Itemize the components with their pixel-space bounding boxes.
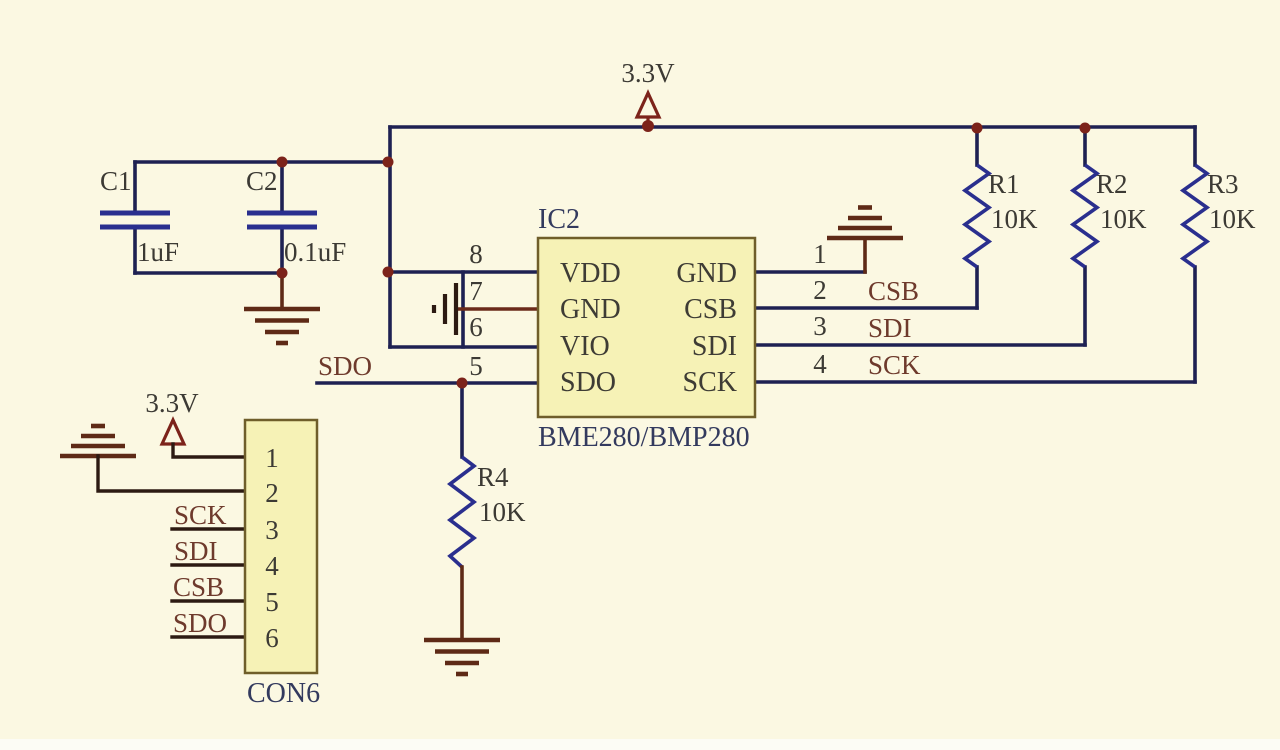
r1-value-label: 10K <box>991 204 1038 234</box>
con6-net-label-sdo: SDO <box>173 608 227 638</box>
ic2-pin-number-5: 5 <box>469 351 483 381</box>
r1-ref-label: R1 <box>988 169 1020 199</box>
ic2-part-label: BME280/BMP280 <box>538 422 750 453</box>
ic2-ref-label: IC2 <box>538 204 580 235</box>
ic2-pin-name-vdd: VDD <box>560 258 621 289</box>
ic2-pin-number-3: 3 <box>813 311 827 341</box>
con6-pin-number-1: 1 <box>265 443 279 473</box>
ground-symbol-c2 <box>244 271 320 346</box>
r3-ref-label: R3 <box>1207 169 1239 199</box>
con6-pin2-wire <box>96 454 247 493</box>
power-symbol-con6: 3.3V <box>145 388 199 446</box>
con6-pin-number-4: 4 <box>265 551 279 581</box>
con6-pin-number-6: 6 <box>265 623 279 653</box>
ground-symbol-r4 <box>424 565 500 677</box>
con6-body <box>243 418 319 675</box>
ground-symbol-ic-pin1 <box>827 205 903 274</box>
con6-pin-number-2: 2 <box>265 478 279 508</box>
c1-ref-label: C1 <box>100 166 132 196</box>
c2-value-label: 0.1uF <box>284 237 346 267</box>
r2-value-label: 10K <box>1100 204 1147 234</box>
con6-net-label-sck: SCK <box>174 500 227 530</box>
junction-dots <box>276 120 1091 389</box>
ic2-pin-number-6: 6 <box>469 312 483 342</box>
con6-pin-number-5: 5 <box>265 587 279 617</box>
r2-ref-label: R2 <box>1096 169 1128 199</box>
ic2-component: IC2 BME280/BMP280 VDD GND VIO SDO GND CS… <box>469 204 827 453</box>
ic2-pin-number-1: 1 <box>813 239 827 269</box>
net-label-sdo: SDO <box>318 351 372 381</box>
net-label-csb: CSB <box>868 276 919 306</box>
ic2-pin-name-vio: VIO <box>560 331 610 362</box>
con6-voltage-label: 3.3V <box>145 388 199 418</box>
ic2-pin-name-sdo: SDO <box>560 367 616 398</box>
resistor-r3: R3 10K <box>1179 163 1256 269</box>
resistor-r2: R2 10K <box>1069 163 1147 269</box>
capacitor-c1: C1 1uF <box>100 160 179 275</box>
ic2-pin-name-sdi: SDI <box>692 331 737 362</box>
resistor-lead-wires <box>460 125 1197 459</box>
c1-value-label: 1uF <box>137 237 179 267</box>
resistor-r1: R1 10K <box>961 163 1038 269</box>
bottom-margin-band <box>0 739 1280 750</box>
net-label-sdi: SDI <box>868 313 912 343</box>
ic2-pin-name-gnd-right: GND <box>676 258 737 289</box>
capacitor-c2: C2 0.1uF <box>246 160 346 275</box>
net-label-sck: SCK <box>868 350 921 380</box>
ic2-pin-number-4: 4 <box>813 349 827 379</box>
ic2-pin-name-gnd-left: GND <box>560 294 621 325</box>
con6-pin1-wire <box>171 442 247 459</box>
con6-net-label-csb: CSB <box>173 572 224 602</box>
rail-voltage-label: 3.3V <box>621 58 675 88</box>
r3-value-label: 10K <box>1209 204 1256 234</box>
ic2-pin-number-7: 7 <box>469 276 483 306</box>
ic-right-net-wires <box>753 270 1197 384</box>
con6-pin-number-3: 3 <box>265 515 279 545</box>
r4-value-label: 10K <box>479 497 526 527</box>
ic2-pin-name-sck: SCK <box>683 367 737 398</box>
ic2-pin-number-2: 2 <box>813 275 827 305</box>
c2-ref-label: C2 <box>246 166 278 196</box>
ic2-pin-number-8: 8 <box>469 239 483 269</box>
ic2-pin-name-csb: CSB <box>684 294 737 325</box>
net-labels: CSB SDI SCK SDO <box>318 276 921 381</box>
con6-component: CON6 1 2 3 4 5 6 SCK SDI CSB SDO <box>96 418 320 709</box>
ground-symbol-ic-pin7 <box>431 283 540 335</box>
r4-ref-label: R4 <box>477 462 509 492</box>
con6-net-label-sdi: SDI <box>174 536 218 566</box>
resistor-r4: R4 10K <box>447 455 526 569</box>
con6-ref-label: CON6 <box>247 678 320 709</box>
ic2-body <box>536 236 757 419</box>
